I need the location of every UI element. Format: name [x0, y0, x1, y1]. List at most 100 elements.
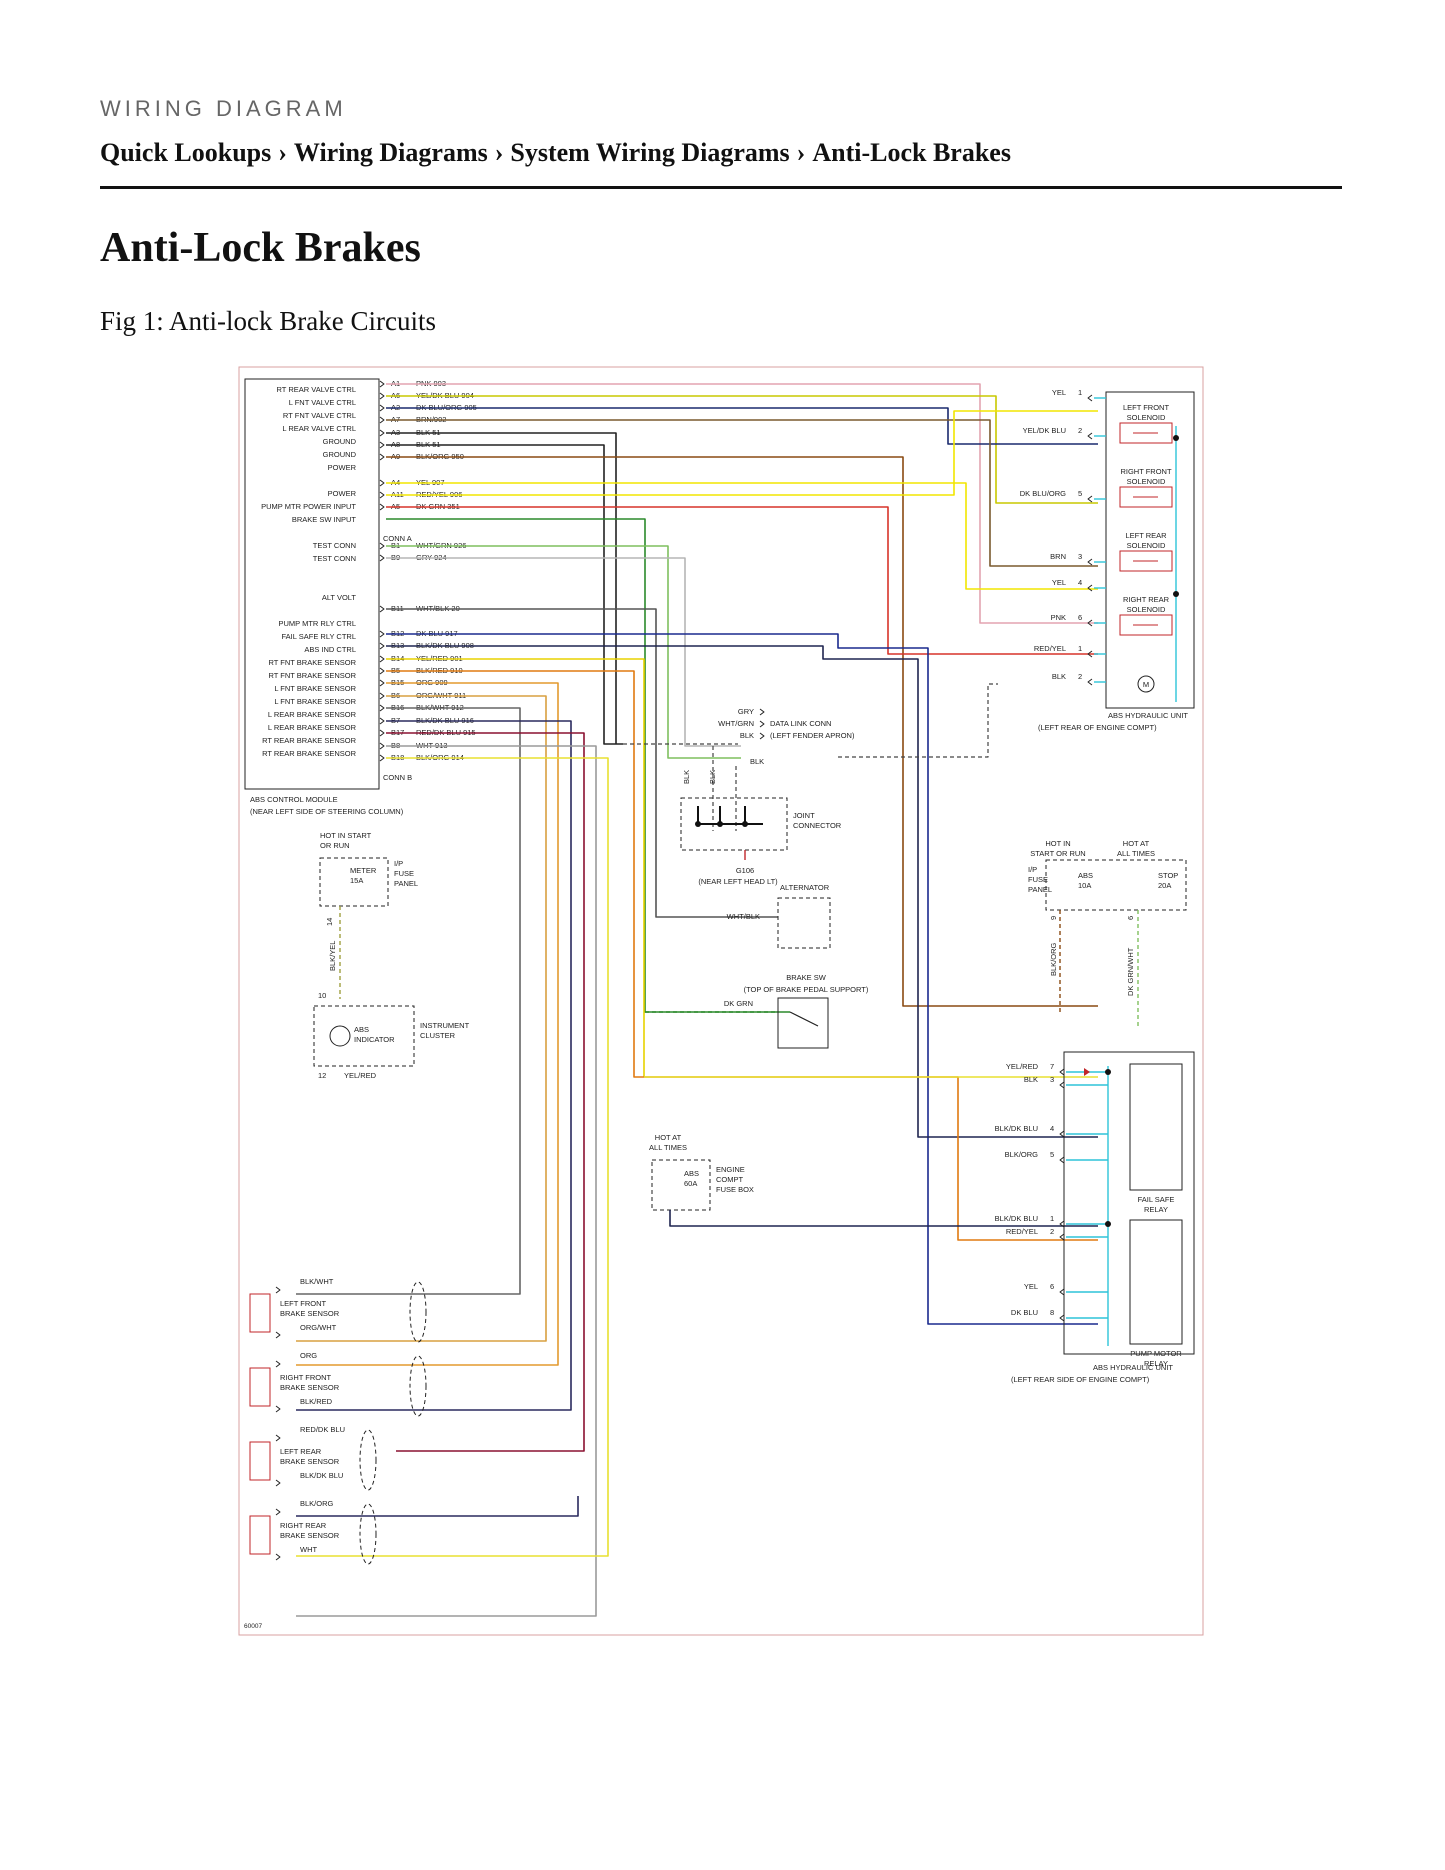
hcu-bottom-pin-number: 8 [1050, 1308, 1054, 1317]
hcu-bottom-pin-number: 4 [1050, 1124, 1054, 1133]
ip-fuse-panel-label: FUSE [1028, 875, 1048, 884]
module-pin-label: L FNT VALVE CTRL [289, 398, 356, 407]
junction-dot [695, 821, 701, 827]
hcu-pin-chevron [1087, 584, 1093, 592]
joint-wire-label: BLK [708, 770, 717, 784]
instrument-cluster-box [313, 1005, 415, 1067]
module-pin-label: POWER [328, 463, 357, 472]
hcu-pin-number: 4 [1078, 578, 1082, 587]
data-link-extra-wire: BLK [750, 757, 764, 766]
module-pin-chevron [379, 554, 385, 562]
hcu-bottom-pin-number: 5 [1050, 1150, 1054, 1159]
breadcrumb-system-wiring-diagrams[interactable]: System Wiring Diagrams [510, 138, 790, 167]
engine-fuse-hot-label: HOT AT [655, 1133, 682, 1142]
engine-fuse-name: FUSE BOX [716, 1185, 754, 1194]
alternator-box [777, 897, 831, 949]
module-pin-label: RT FNT BRAKE SENSOR [268, 671, 356, 680]
module-pin-chevron [379, 479, 385, 487]
brake-sensor-icon [249, 1367, 271, 1407]
hcu-wire-label: RED/YEL [1034, 644, 1066, 653]
abs-indicator-label: INDICATOR [354, 1035, 395, 1044]
meter-fuse-label: METER [350, 866, 377, 875]
wire-pnk-903 [386, 383, 1098, 624]
wire-blk-wht-912 [296, 707, 521, 1295]
solenoid-coil-icon [1119, 422, 1173, 444]
hcu-pin-number: 2 [1078, 426, 1082, 435]
module-pin-label: ABS IND CTRL [304, 645, 356, 654]
sensor-wire-bottom-label: ORG/WHT [300, 1323, 337, 1332]
engine-fuse-name: COMPT [716, 1175, 744, 1184]
breadcrumb-current[interactable]: Anti-Lock Brakes [812, 138, 1011, 167]
hcu-pin-number: 2 [1078, 672, 1082, 681]
hcu-pin-number: 1 [1078, 644, 1082, 653]
wire-dk-grn-351 [386, 518, 790, 1013]
wire-wht-blk-20 [386, 608, 778, 918]
instrument-cluster-label: INSTRUMENT [420, 1021, 470, 1030]
sensor-wire-top-label: BLK/WHT [300, 1277, 334, 1286]
module-pin-chevron [379, 630, 385, 638]
hcu-bottom-chevron [1059, 1081, 1065, 1089]
hcu-top-location: (LEFT REAR OF ENGINE COMPT) [1038, 723, 1157, 732]
module-pin-chevron [379, 380, 385, 388]
abs-control-module-box [244, 378, 380, 790]
wire-red-yel-906 [386, 506, 1098, 655]
hcu-bottom-chevron [1059, 1220, 1065, 1228]
hcu-wire-label: BLK [1052, 672, 1066, 681]
junction-dot [742, 821, 748, 827]
module-pin-label: RT FNT BRAKE SENSOR [268, 658, 356, 667]
module-pin-label: RT REAR BRAKE SENSOR [262, 749, 356, 758]
module-pin-chevron [379, 692, 385, 700]
solenoid-label: SOLENOID [1127, 413, 1166, 422]
wire-wht-grn-926 [386, 545, 741, 759]
module-pin-chevron [379, 704, 385, 712]
brake-sensor-label: RIGHT REAR [280, 1521, 327, 1530]
motor-label: M [1143, 680, 1149, 689]
module-pin-label: L FNT BRAKE SENSOR [274, 684, 356, 693]
hcu-bottom-chevron [1059, 1288, 1065, 1296]
breadcrumb-separator: › [796, 138, 806, 167]
hcu-pin-chevron [1087, 678, 1093, 686]
data-link-chevron [759, 708, 765, 716]
sensor-wire-bottom-label: WHT [300, 1545, 317, 1554]
hcu-bottom-chevron [1059, 1314, 1065, 1322]
hcu-bottom-pin-number: 6 [1050, 1282, 1054, 1291]
fuse-pin-label: 9 [1049, 916, 1058, 920]
abs-fuse-label: ABS [1078, 871, 1093, 880]
fuse-hot-label: START OR RUN [1030, 849, 1085, 858]
brake-switch-icon [789, 1011, 819, 1027]
solenoid-label: RIGHT FRONT [1120, 467, 1172, 476]
conn-b-label: CONN B [383, 773, 412, 782]
shield-twist-icon [359, 1429, 377, 1491]
breadcrumb-quick-lookups[interactable]: Quick Lookups [100, 138, 272, 167]
hcu-pin-chevron [1087, 432, 1093, 440]
hcu-bottom-wire-label: BLK/ORG [1005, 1150, 1039, 1159]
brake-sensor-label: BRAKE SENSOR [280, 1309, 340, 1318]
alternator-wire-label: WHT/BLK [727, 912, 760, 921]
solenoid-label: LEFT FRONT [1123, 403, 1170, 412]
ground-location: (NEAR LEFT HEAD LT) [698, 877, 778, 886]
header-divider [100, 186, 1342, 189]
solenoid-coil-icon [1119, 550, 1173, 572]
figure-caption: Fig 1: Anti-lock Brake Circuits [100, 306, 436, 336]
sensor-wire-top-label: ORG [300, 1351, 317, 1360]
module-pin-chevron [379, 491, 385, 499]
module-pin-chevron [379, 429, 385, 437]
hcu-bottom-location: (LEFT REAR SIDE OF ENGINE COMPT) [1011, 1375, 1150, 1384]
brake-switch-box [777, 997, 829, 1049]
junction-dot [1173, 591, 1179, 597]
wire-wht-913 [296, 745, 597, 1617]
breadcrumb-wiring-diagrams[interactable]: Wiring Diagrams [293, 138, 488, 167]
shield-twist-icon [409, 1281, 427, 1343]
cluster-pin-top: 10 [318, 991, 326, 1000]
stop-fuse-label: STOP [1158, 871, 1178, 880]
hcu-bottom-wire-label: DK BLU [1011, 1308, 1038, 1317]
motor-icon [1137, 675, 1155, 693]
module-pin-chevron [379, 754, 385, 762]
hcu-bottom-wire-label: BLK [1024, 1075, 1038, 1084]
wire-blk-51-a [386, 432, 617, 744]
hcu-bottom-chevron [1059, 1130, 1065, 1138]
module-location-label: (NEAR LEFT SIDE OF STEERING COLUMN) [250, 807, 404, 816]
breadcrumb: Quick Lookups›Wiring Diagrams›System Wir… [100, 138, 1011, 168]
junction-dot [1173, 435, 1179, 441]
